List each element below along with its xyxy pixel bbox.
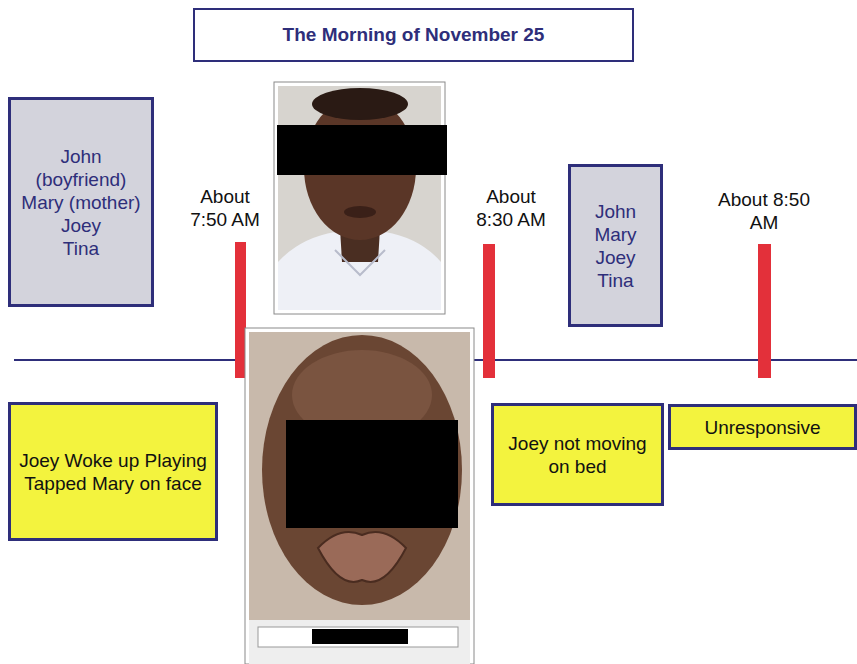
time-label: About 7:50 AM xyxy=(182,185,268,231)
node-text: John xyxy=(595,200,636,223)
node-text: Mary (mother) xyxy=(21,191,140,214)
time-label: About 8:30 AM xyxy=(466,185,556,231)
mouth xyxy=(344,206,376,218)
photo-child xyxy=(245,328,474,664)
photo-background xyxy=(249,332,470,664)
time-tick xyxy=(758,244,771,378)
node-text: Tina xyxy=(597,269,633,292)
redaction-bar xyxy=(277,125,447,175)
node-text: Tina xyxy=(63,237,99,260)
lips xyxy=(318,532,406,582)
node-text: John (boyfriend) xyxy=(17,145,145,191)
time-label: About 8:50 AM xyxy=(718,188,810,234)
title-box: The Morning of November 25 xyxy=(193,8,634,62)
people-box: JohnMaryJoeyTina xyxy=(568,164,663,327)
redaction-bar xyxy=(312,629,408,644)
photo-frame xyxy=(245,328,474,664)
node-text: Joey Woke up Playing Tapped Mary on face xyxy=(17,449,209,495)
node-text: Unresponsive xyxy=(704,416,820,439)
photo-frame xyxy=(274,82,445,314)
time-tick xyxy=(483,244,495,378)
node-text: Joey xyxy=(61,214,101,237)
collar xyxy=(335,250,385,275)
people-box: John (boyfriend)Mary (mother)JoeyTina xyxy=(8,97,154,307)
sheet xyxy=(249,620,470,664)
node-text: Joey not moving on bed xyxy=(500,432,655,478)
node-text: Mary xyxy=(594,223,636,246)
time-tick xyxy=(235,242,246,378)
photo-background xyxy=(278,86,441,310)
event-box: Joey Woke up Playing Tapped Mary on face xyxy=(8,402,218,541)
id-strip xyxy=(258,627,458,647)
node-text: Joey xyxy=(595,246,635,269)
redaction-bar xyxy=(286,420,458,528)
head xyxy=(262,335,462,605)
event-box: Joey not moving on bed xyxy=(491,403,664,506)
title-text: The Morning of November 25 xyxy=(283,24,545,46)
photo-adult xyxy=(274,82,447,314)
hair xyxy=(312,88,408,120)
event-box: Unresponsive xyxy=(668,404,857,450)
